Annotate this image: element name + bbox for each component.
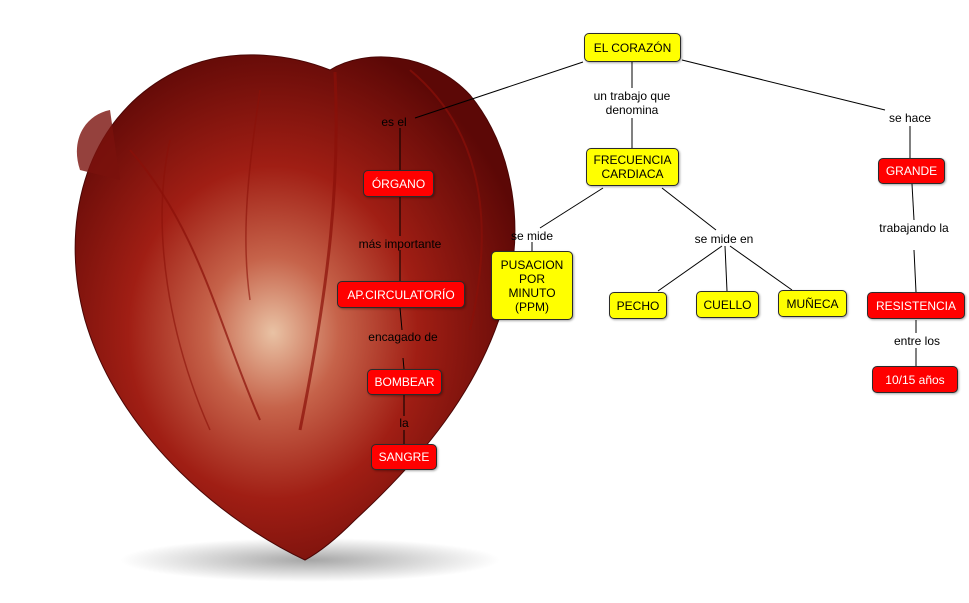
- link-se-mide: se mide: [510, 229, 554, 243]
- node-grande[interactable]: GRANDE: [878, 158, 945, 184]
- node-pusacion-por-minuto[interactable]: PUSACION POR MINUTO (PPM): [491, 251, 573, 320]
- link-mas-importante: más importante: [358, 237, 442, 251]
- node-resistencia[interactable]: RESISTENCIA: [867, 292, 965, 319]
- node-frecuencia-cardiaca[interactable]: FRECUENCIA CARDIACA: [586, 148, 679, 186]
- node-sangre[interactable]: SANGRE: [371, 444, 437, 470]
- link-la: la: [399, 416, 409, 430]
- link-es-el: es el: [381, 115, 407, 129]
- node-10-15-anos[interactable]: 10/15 años: [872, 366, 958, 393]
- node-bombear[interactable]: BOMBEAR: [367, 369, 442, 395]
- link-entre-los: entre los: [893, 334, 941, 348]
- node-organo[interactable]: ÓRGANO: [363, 170, 434, 197]
- node-el-corazon[interactable]: EL CORAZÓN: [584, 33, 681, 62]
- node-pecho[interactable]: PECHO: [609, 292, 667, 319]
- node-cuello[interactable]: CUELLO: [696, 291, 759, 318]
- link-un-trabajo-que-denomina: un trabajo que denomina: [593, 89, 671, 117]
- link-encagado-de: encagado de: [368, 330, 438, 344]
- link-se-mide-en: se mide en: [694, 232, 754, 246]
- link-se-hace: se hace: [888, 111, 932, 125]
- node-muneca[interactable]: MUÑECA: [778, 290, 847, 317]
- node-ap-circulatorio[interactable]: AP.CIRCULATORÍO: [337, 281, 465, 308]
- link-trabajando-la: trabajando la: [879, 221, 949, 235]
